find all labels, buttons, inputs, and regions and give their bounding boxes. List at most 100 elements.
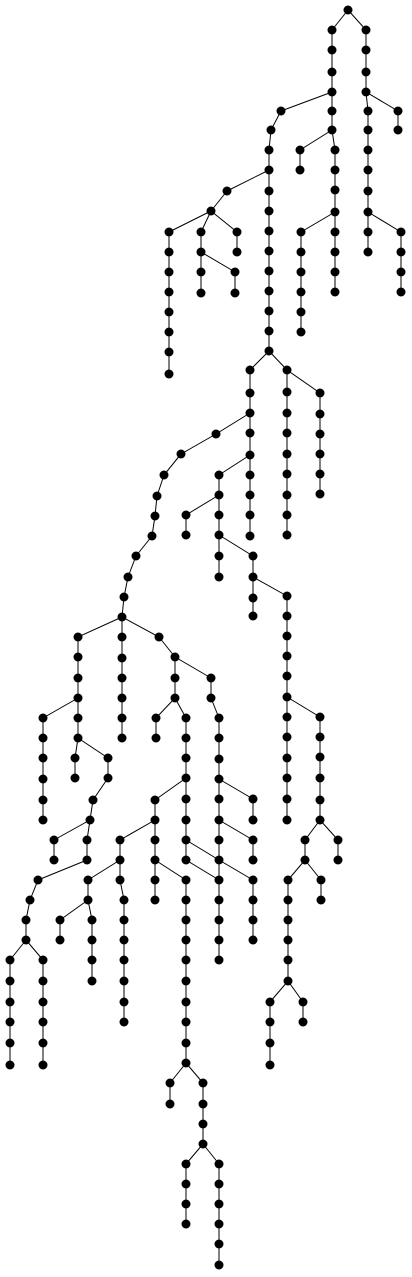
tree-node xyxy=(164,247,174,257)
tree-node xyxy=(333,855,343,865)
tree-node xyxy=(282,510,292,520)
tree-node xyxy=(119,592,129,602)
tree-node xyxy=(150,815,160,825)
tree-node xyxy=(327,125,337,135)
tree-node xyxy=(214,1199,224,1209)
tree-node xyxy=(164,267,174,277)
tree-node xyxy=(363,247,373,257)
tree-node xyxy=(363,186,373,196)
tree-edge xyxy=(299,129,333,151)
tree-node xyxy=(5,997,15,1007)
tree-node xyxy=(115,875,125,885)
tree-edge xyxy=(180,433,217,455)
tree-node xyxy=(266,125,276,135)
tree-node xyxy=(38,753,48,763)
tree-node xyxy=(248,572,258,582)
tree-node xyxy=(330,287,340,297)
tree-node xyxy=(214,733,224,743)
tree-node xyxy=(248,593,258,603)
tree-node xyxy=(282,469,292,479)
tree-node xyxy=(264,326,274,336)
tree-edge xyxy=(365,91,399,112)
tree-node xyxy=(5,955,15,965)
tree-node xyxy=(396,287,406,297)
tree-node xyxy=(296,267,306,277)
tree-node xyxy=(196,288,206,298)
tree-node xyxy=(151,713,161,723)
tree-node xyxy=(245,531,255,541)
tree-node xyxy=(300,855,310,865)
tree-node xyxy=(38,997,48,1007)
tree-node xyxy=(316,875,326,885)
tree-node xyxy=(164,327,174,337)
tree-node xyxy=(316,895,326,905)
tree-node xyxy=(38,733,48,743)
tree-node xyxy=(88,795,98,805)
tree-node xyxy=(330,267,340,277)
tree-node xyxy=(181,1159,191,1169)
tree-node xyxy=(38,713,48,723)
tree-node xyxy=(181,1058,191,1068)
tree-node xyxy=(5,1017,15,1027)
tree-node xyxy=(55,935,65,945)
tree-edge xyxy=(37,859,88,881)
tree-node xyxy=(181,997,191,1007)
tree-edge xyxy=(155,697,176,719)
tree-node xyxy=(327,106,337,116)
tree-node xyxy=(315,388,325,398)
tree-node xyxy=(150,511,160,521)
tree-node xyxy=(363,106,373,116)
tree-edge xyxy=(154,859,187,881)
tree-node xyxy=(214,915,224,925)
tree-node xyxy=(131,551,141,561)
tree-node xyxy=(119,1017,129,1027)
tree-edge xyxy=(218,778,254,800)
tree-node xyxy=(181,895,191,905)
tree-node xyxy=(181,1219,191,1229)
tree-node xyxy=(264,266,274,276)
tree-node xyxy=(38,795,48,805)
tree-node xyxy=(265,1060,275,1070)
tree-node xyxy=(49,835,59,845)
tree-edge xyxy=(269,980,289,1003)
tree-edge xyxy=(77,737,109,759)
tree-node xyxy=(117,673,127,683)
tree-node xyxy=(87,915,97,925)
tree-node xyxy=(363,207,373,217)
tree-node xyxy=(265,997,275,1007)
tree-node xyxy=(248,815,258,825)
tree-node xyxy=(164,307,174,317)
tree-node xyxy=(83,875,93,885)
tree-node xyxy=(315,773,325,783)
tree-node xyxy=(264,186,274,196)
tree-node xyxy=(123,572,133,582)
tree-node xyxy=(363,125,373,135)
tree-node xyxy=(198,1139,208,1149)
tree-edge xyxy=(218,534,254,557)
tree-node xyxy=(170,652,180,662)
tree-node xyxy=(264,165,274,175)
tree-node xyxy=(181,855,191,865)
tree-node xyxy=(361,87,371,97)
tree-node xyxy=(214,895,224,905)
tree-node xyxy=(264,226,274,236)
tree-node xyxy=(73,632,83,642)
tree-node xyxy=(21,915,31,925)
tree-node xyxy=(214,470,224,480)
tree-node xyxy=(70,773,80,783)
tree-node xyxy=(283,955,293,965)
tree-node xyxy=(151,733,161,743)
tree-node xyxy=(363,145,373,155)
tree-node xyxy=(165,1099,175,1109)
tree-node xyxy=(363,227,373,237)
tree-edge xyxy=(121,616,160,638)
tree-node xyxy=(283,895,293,905)
tree-node xyxy=(164,227,174,237)
tree-node xyxy=(83,895,93,905)
tree-node xyxy=(282,428,292,438)
tree-edges xyxy=(9,9,402,1265)
tree-node xyxy=(245,388,255,398)
tree-node xyxy=(181,1199,191,1209)
tree-edge xyxy=(218,859,254,881)
tree-node xyxy=(33,875,43,885)
